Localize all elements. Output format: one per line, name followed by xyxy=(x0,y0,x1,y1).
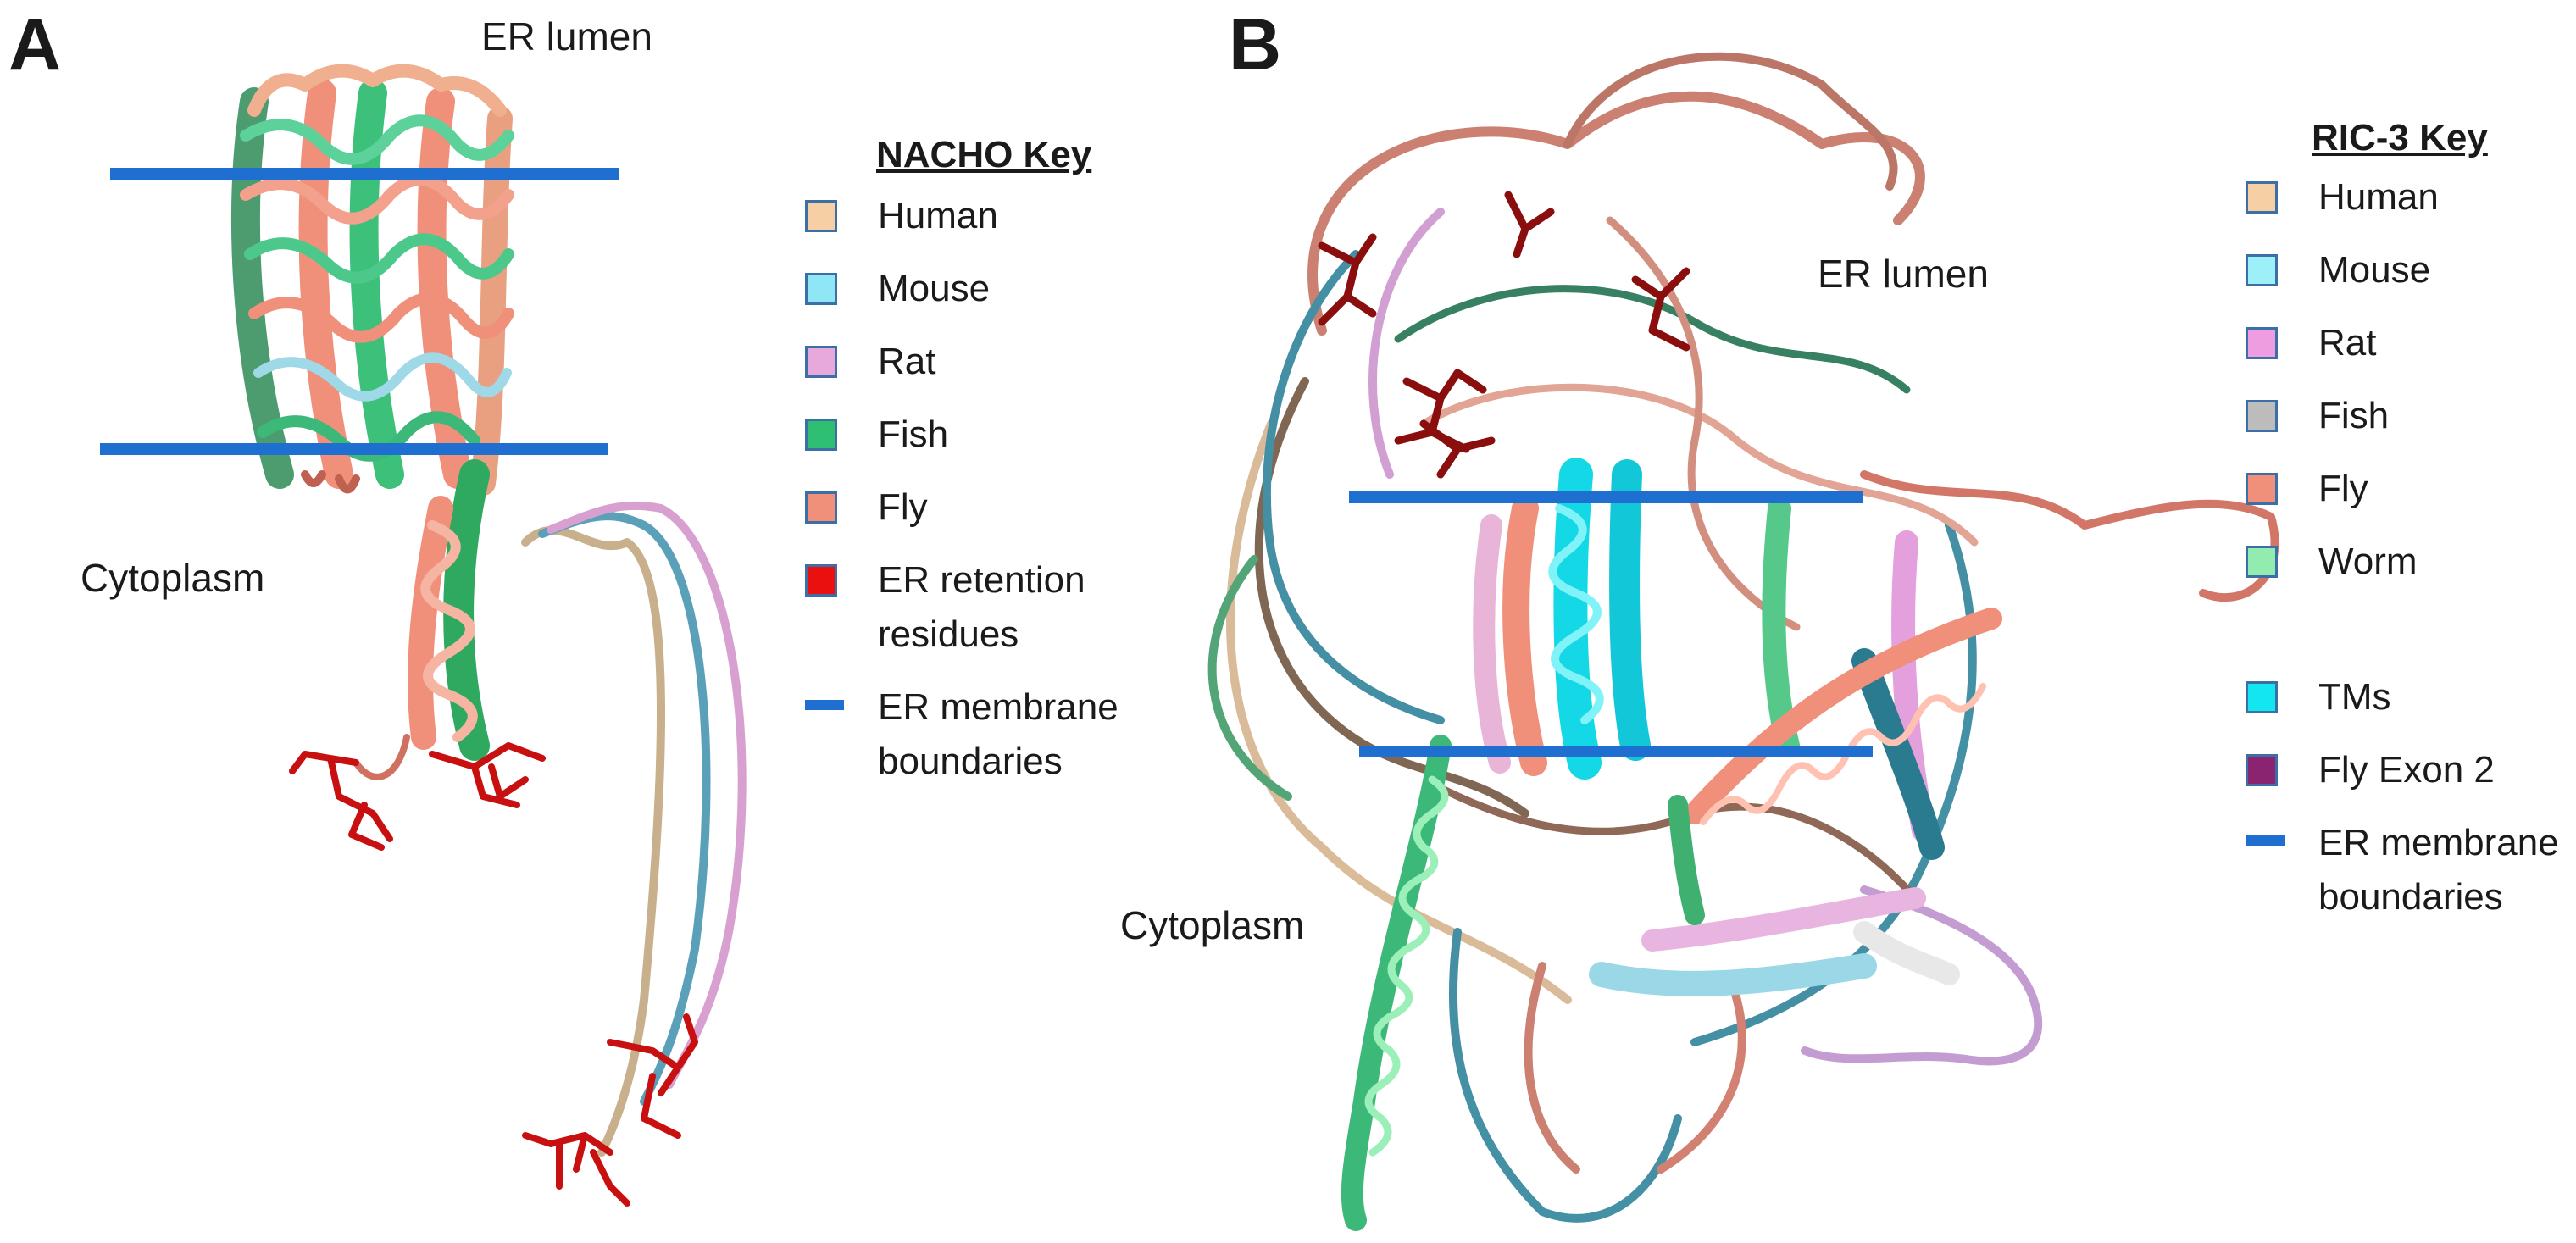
ric3-er-membrane-boundaries xyxy=(1349,491,1873,757)
panel-a-cytoplasm-label: Cytoplasm xyxy=(80,556,265,600)
legend-label: Rat xyxy=(2318,322,2377,363)
er-retention-swatch xyxy=(805,564,837,597)
worm-swatch xyxy=(2246,546,2278,578)
panel-b-cytoplasm-label: Cytoplasm xyxy=(1120,903,1305,947)
legend-label: Worm xyxy=(2318,541,2418,582)
legend-label: Mouse xyxy=(878,268,991,309)
fly-swatch xyxy=(2246,473,2278,505)
legend-label-line2: boundaries xyxy=(2318,876,2503,918)
ric3-helices xyxy=(1473,495,2002,996)
nacho-long-loops xyxy=(521,501,747,1157)
nacho-stem-helix xyxy=(353,459,490,780)
legend-label: Fly xyxy=(2318,468,2368,509)
legend-label: Fish xyxy=(2318,395,2390,436)
legend-label: Fly xyxy=(878,486,928,528)
legend-label: Mouse xyxy=(2318,249,2431,291)
legend-label: Human xyxy=(2318,176,2439,218)
ric3-tm-helices xyxy=(1548,458,1651,780)
membrane-line-swatch xyxy=(805,700,844,710)
legend-label: Rat xyxy=(878,341,936,382)
fish-swatch xyxy=(2246,400,2278,432)
fly-exon-2-swatch xyxy=(2246,754,2278,786)
nacho-structure xyxy=(231,64,747,1207)
legend-label: ER membrane xyxy=(878,686,1119,728)
nacho-helix-bundle xyxy=(231,64,514,496)
legend-label: ER retention xyxy=(878,559,1085,601)
legend-label: Fly Exon 2 xyxy=(2318,749,2495,791)
nacho-er-membrane-boundaries xyxy=(100,168,619,455)
rat-swatch xyxy=(805,346,837,378)
legend-label: TMs xyxy=(2318,676,2391,718)
rat-swatch xyxy=(2246,327,2278,359)
mouse-swatch xyxy=(805,273,837,305)
legend-label-line2: residues xyxy=(878,613,1019,655)
panel-b-er-lumen-label: ER lumen xyxy=(1818,252,1989,296)
legend-label: Human xyxy=(878,195,998,236)
membrane-line-swatch xyxy=(2246,835,2285,846)
legend-label: ER membrane xyxy=(2318,822,2559,863)
legend-label: Fish xyxy=(878,413,949,455)
ric3-dark-red-residues xyxy=(1318,191,1690,479)
ric3-key-title: RIC-3 Key xyxy=(2312,117,2488,158)
ric3-structure xyxy=(1208,52,2279,1231)
fly-swatch xyxy=(805,491,837,524)
panel-b-letter: B xyxy=(1229,4,1282,86)
legend-label-line2: boundaries xyxy=(878,741,1063,782)
tms-swatch xyxy=(2246,681,2278,713)
human-swatch xyxy=(805,200,837,232)
nacho-er-retention-residues xyxy=(289,742,698,1207)
fish-swatch xyxy=(805,419,837,451)
ric3-worm-helix xyxy=(1341,735,1452,1231)
panel-a-letter: A xyxy=(8,4,62,86)
mouse-swatch xyxy=(2246,254,2278,286)
human-swatch xyxy=(2246,181,2278,214)
panel-a-er-lumen-label: ER lumen xyxy=(481,14,652,58)
nacho-key-title: NACHO Key xyxy=(876,134,1092,175)
